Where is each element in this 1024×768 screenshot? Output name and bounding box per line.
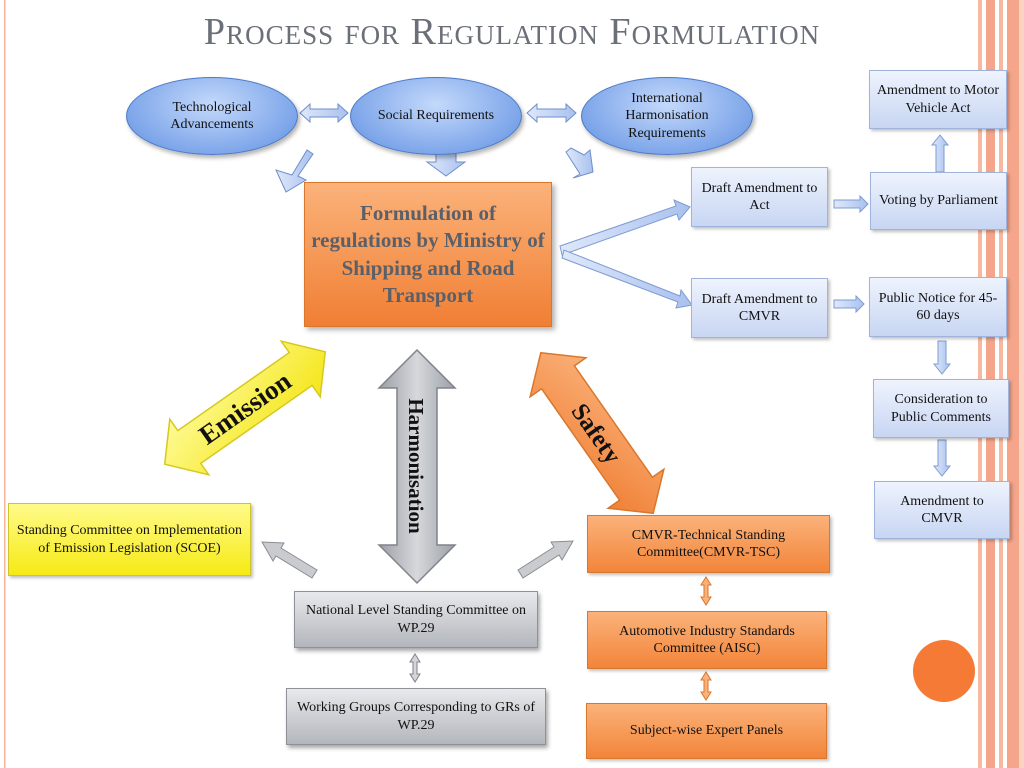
arrow-draft-cmvr-to-notice [833,294,865,314]
arrow-social-to-main [425,151,467,177]
harmonisation-label: Harmonisation [404,398,428,534]
arrow-voting-to-amend-mva [930,134,950,173]
left-border-line [4,0,6,768]
amendment-motor-vehicle-act-box: Amendment to Motor Vehicle Act [869,70,1007,129]
arrow-international-to-main [565,147,594,179]
harmonisation-double-arrow: Harmonisation [377,348,457,585]
consideration-public-comments-box: Consideration to Public Comments [873,379,1009,438]
arrow-main-to-draft-act [559,199,691,256]
arrow-notice-to-consideration [932,340,952,375]
expert-panels-box: Subject-wise Expert Panels [586,703,827,759]
arrow-national-to-scoe [261,541,318,579]
double-arrow-tech-social [299,102,349,124]
voting-by-parliament-box: Voting by Parliament [870,172,1007,230]
technological-advancements-oval: Technological Advancements [126,77,298,155]
safety-double-arrow: Safety [528,351,666,515]
cmvr-tsc-box: CMVR-Technical Standing Committee(CMVR-T… [587,515,830,573]
double-arrow-social-international [526,102,577,124]
arrow-consideration-to-amend-cmvr [932,439,952,477]
arrow-draft-act-to-voting [833,194,869,214]
arrow-aisc-panels [700,671,712,701]
aisc-box: Automotive Industry Standards Committee … [587,611,827,669]
public-notice-box: Public Notice for 45-60 days [869,277,1007,337]
social-requirements-oval: Social Requirements [350,77,522,155]
draft-amendment-cmvr-box: Draft Amendment to CMVR [691,278,828,338]
arrow-national-to-cmvr-tsc [517,540,574,579]
arrow-tsc-aisc [700,576,712,606]
emission-double-arrow: Emission [163,339,327,477]
international-harmonisation-oval: International Harmonisation Requirements [581,77,753,155]
amendment-cmvr-box: Amendment to CMVR [874,481,1010,539]
arrow-tech-to-main [275,149,314,193]
arrow-national-working-groups [409,653,421,683]
arrow-main-to-draft-cmvr [561,249,693,309]
scoe-box: Standing Committee on Implementation of … [8,503,251,576]
page-title: Process for Regulation Formulation [203,11,821,53]
national-wp29-committee-box: National Level Standing Committee on WP.… [294,591,538,648]
working-groups-box: Working Groups Corresponding to GRs of W… [286,688,546,745]
decorative-orange-circle [913,640,975,702]
draft-amendment-act-box: Draft Amendment to Act [691,167,828,227]
formulation-main-box: Formulation of regulations by Ministry o… [304,182,552,327]
